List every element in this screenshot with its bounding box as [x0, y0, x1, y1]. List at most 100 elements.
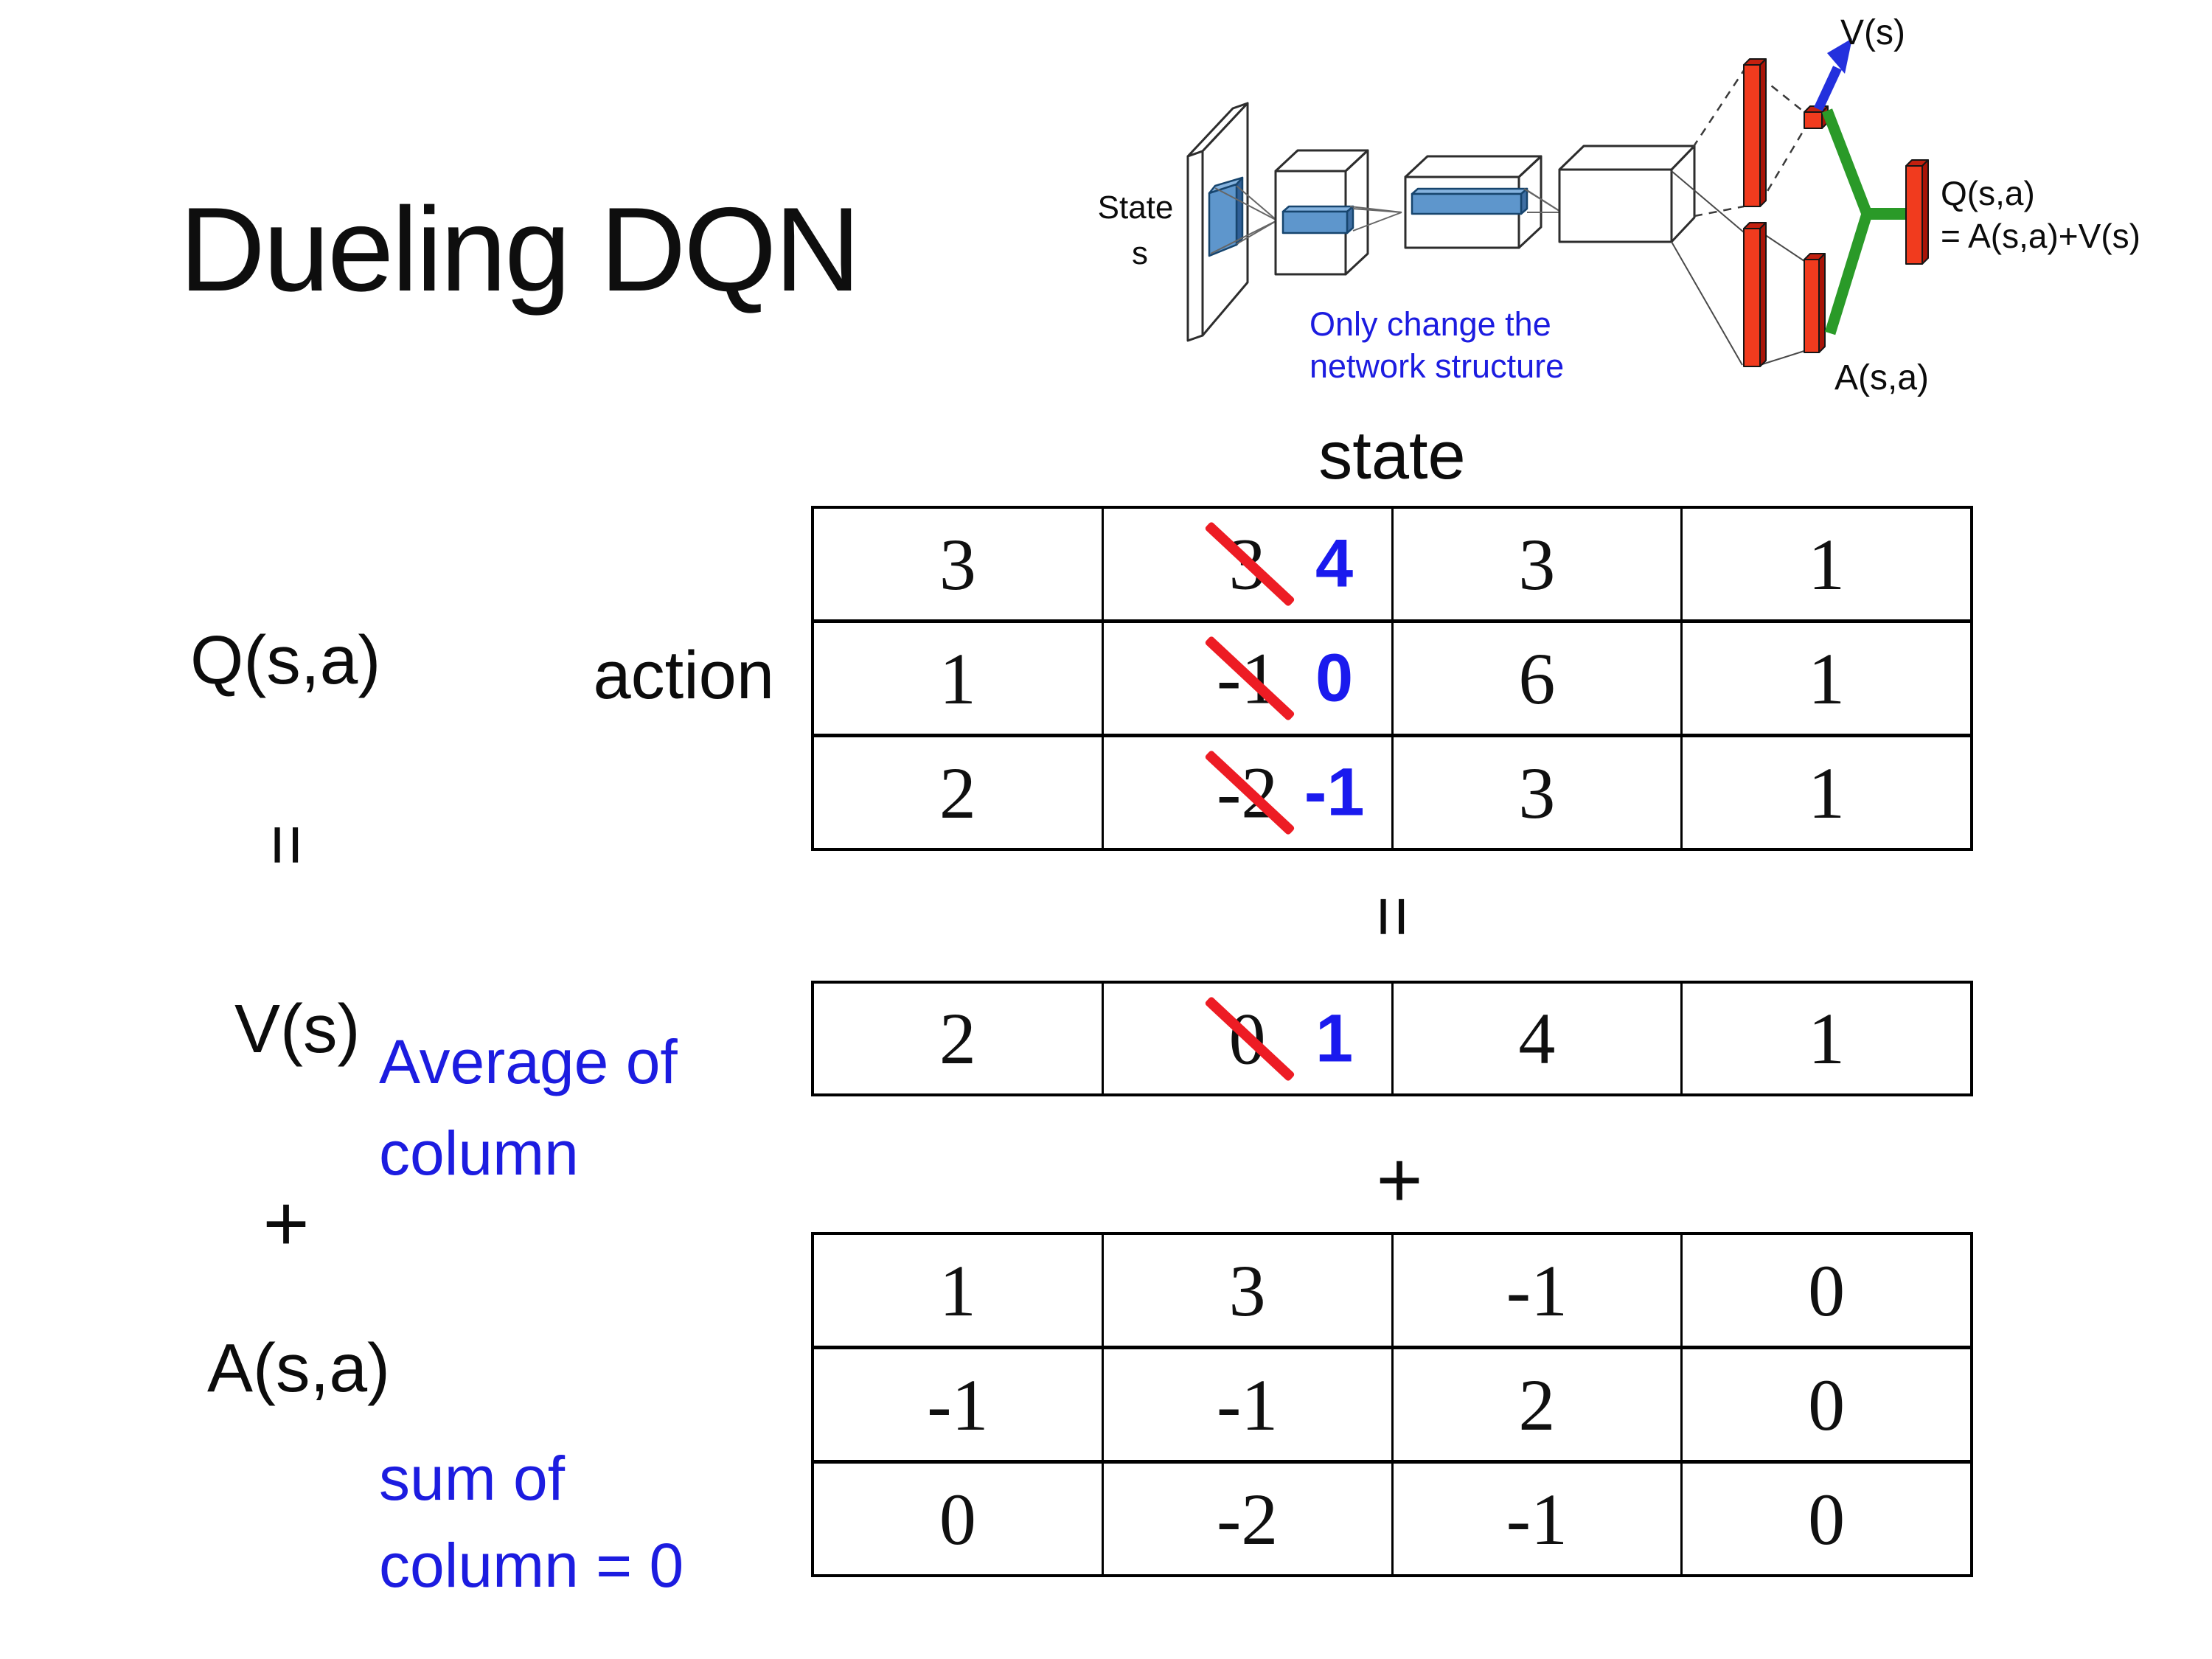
q-matrix-label: Q(s,a) [190, 622, 381, 698]
cell-value: 0 [1808, 1363, 1846, 1446]
network-diagram: State s V(s) Q(s,a) = A(s,a)+V(s) A(s,a)… [1098, 13, 2140, 397]
conv-filter-icon [1208, 176, 1244, 257]
cell-value: 1 [939, 1249, 976, 1332]
diagram-note-line1: Only change the [1310, 305, 1551, 343]
feature-bar-1 [1281, 205, 1354, 234]
new-value: -1 [1304, 754, 1365, 830]
table-cell: 0 [1680, 1235, 1970, 1346]
table-cell: 1 [814, 623, 1102, 734]
table-cell: 1 [1680, 509, 1970, 619]
table-cell: 34 [1101, 509, 1391, 619]
plus-left: + [262, 1178, 310, 1267]
table-cell: 0 [1680, 1464, 1970, 1574]
table-cell: -1 [814, 1349, 1102, 1460]
merge-connector [1822, 108, 1906, 335]
cell-value: -1 [1216, 1363, 1279, 1446]
table-cell: 0 [1680, 1349, 1970, 1460]
table-cell: 3 [814, 509, 1102, 619]
fan-lines-1 [1210, 185, 1278, 254]
cell-value: 1 [1808, 751, 1846, 834]
diagram-q-label: Q(s,a) [1941, 174, 2035, 212]
q-output-bar [1905, 159, 1929, 265]
cell-value: 1 [1808, 523, 1846, 605]
average-note-line1: Average of [379, 1027, 678, 1096]
table-cell: 1 [814, 1235, 1102, 1346]
table-cell: 2 [1391, 1349, 1681, 1460]
sum-note-line1: sum of [379, 1444, 566, 1513]
table-cell: -1 [1391, 1464, 1681, 1574]
v-matrix-label: V(s) [234, 990, 361, 1067]
cell-value: 3 [939, 523, 976, 605]
fc-bar-bottom [1743, 222, 1767, 367]
table-cell: 4 [1391, 984, 1681, 1093]
diagram-note-line2: network structure [1310, 347, 1564, 385]
cell-value: 4 [1518, 998, 1556, 1079]
table-cell: 1 [1680, 984, 1970, 1093]
a-output-bar [1804, 253, 1826, 353]
average-note-line2: column [379, 1119, 579, 1188]
cell-value: 1 [1808, 998, 1846, 1079]
new-value: 1 [1315, 1001, 1354, 1076]
q-table: 3 34 3 1 1 -10 6 1 2 -2-1 3 1 [811, 506, 1973, 851]
table-row: 0 -2 -1 0 [814, 1460, 1970, 1574]
table-cell: 2 [814, 737, 1102, 848]
table-cell: 2 [814, 984, 1102, 1093]
action-label: action [593, 638, 775, 713]
page-title: Dueling DQN [179, 183, 860, 316]
sum-note: sum of column = 0 [379, 1435, 684, 1609]
solid-connectors-a [1671, 170, 1805, 366]
table-row: 2 -2-1 3 1 [814, 734, 1970, 848]
plus-center: + [1376, 1134, 1423, 1224]
cell-value: 1 [939, 637, 976, 720]
diagram-state-label-line2: s [1132, 235, 1148, 271]
cell-value: 2 [1518, 1363, 1556, 1446]
diagram-q-formula: = A(s,a)+V(s) [1941, 217, 2140, 255]
table-row: 3 34 3 1 [814, 509, 1970, 619]
cell-value: -1 [927, 1363, 989, 1446]
table-row: 1 3 -1 0 [814, 1235, 1970, 1346]
table-row: 2 01 4 1 [814, 984, 1970, 1093]
v-arrow-icon [1814, 38, 1852, 111]
table-row: -1 -1 2 0 [814, 1346, 1970, 1460]
cell-value: -1 [1506, 1249, 1568, 1332]
cell-value: 3 [1518, 523, 1556, 605]
table-row: 1 -10 6 1 [814, 619, 1970, 734]
feature-bar-2 [1411, 187, 1528, 215]
v-table: 2 01 4 1 [811, 981, 1973, 1096]
a-table: 1 3 -1 0 -1 -1 2 0 0 -2 -1 0 [811, 1232, 1973, 1577]
a-matrix-label: A(s,a) [207, 1329, 391, 1406]
cell-value: 3 [1228, 1249, 1266, 1332]
cell-value: 2 [939, 751, 976, 834]
cell-value: 6 [1518, 637, 1556, 720]
equals-center: = [1353, 895, 1435, 938]
cell-value: 2 [939, 998, 976, 1079]
equals-left: = [247, 824, 329, 866]
cell-value: 0 [939, 1478, 976, 1560]
diagram-state-label-line1: State [1098, 189, 1174, 226]
table-cell: -1 [1101, 1349, 1391, 1460]
table-cell: -10 [1101, 623, 1391, 734]
table-cell: -2-1 [1101, 737, 1391, 848]
cell-value: 0 [1808, 1249, 1846, 1332]
diagram-a-label: A(s,a) [1834, 358, 1929, 397]
fan-lines-2 [1349, 206, 1402, 232]
table-cell: 3 [1391, 737, 1681, 848]
cell-value: -1 [1506, 1478, 1568, 1560]
cell-value: 1 [1808, 637, 1846, 720]
fc-bar-top [1743, 58, 1767, 207]
table-cell: 1 [1680, 623, 1970, 734]
average-note: Average of column [379, 1016, 678, 1199]
table-cell: 3 [1101, 1235, 1391, 1346]
table-cell: 3 [1391, 509, 1681, 619]
sum-note-line2: column = 0 [379, 1531, 684, 1600]
new-value: 4 [1315, 526, 1354, 602]
conv-box-3 [1558, 145, 1696, 243]
cell-value: 3 [1518, 751, 1556, 834]
table-cell: -2 [1101, 1464, 1391, 1574]
table-cell: 01 [1101, 984, 1391, 1093]
cell-value: 0 [1808, 1478, 1846, 1560]
diagram-v-label: V(s) [1840, 13, 1905, 52]
dashed-connectors-v [1691, 69, 1807, 218]
table-cell: 1 [1680, 737, 1970, 848]
fan-lines-3 [1523, 188, 1562, 213]
